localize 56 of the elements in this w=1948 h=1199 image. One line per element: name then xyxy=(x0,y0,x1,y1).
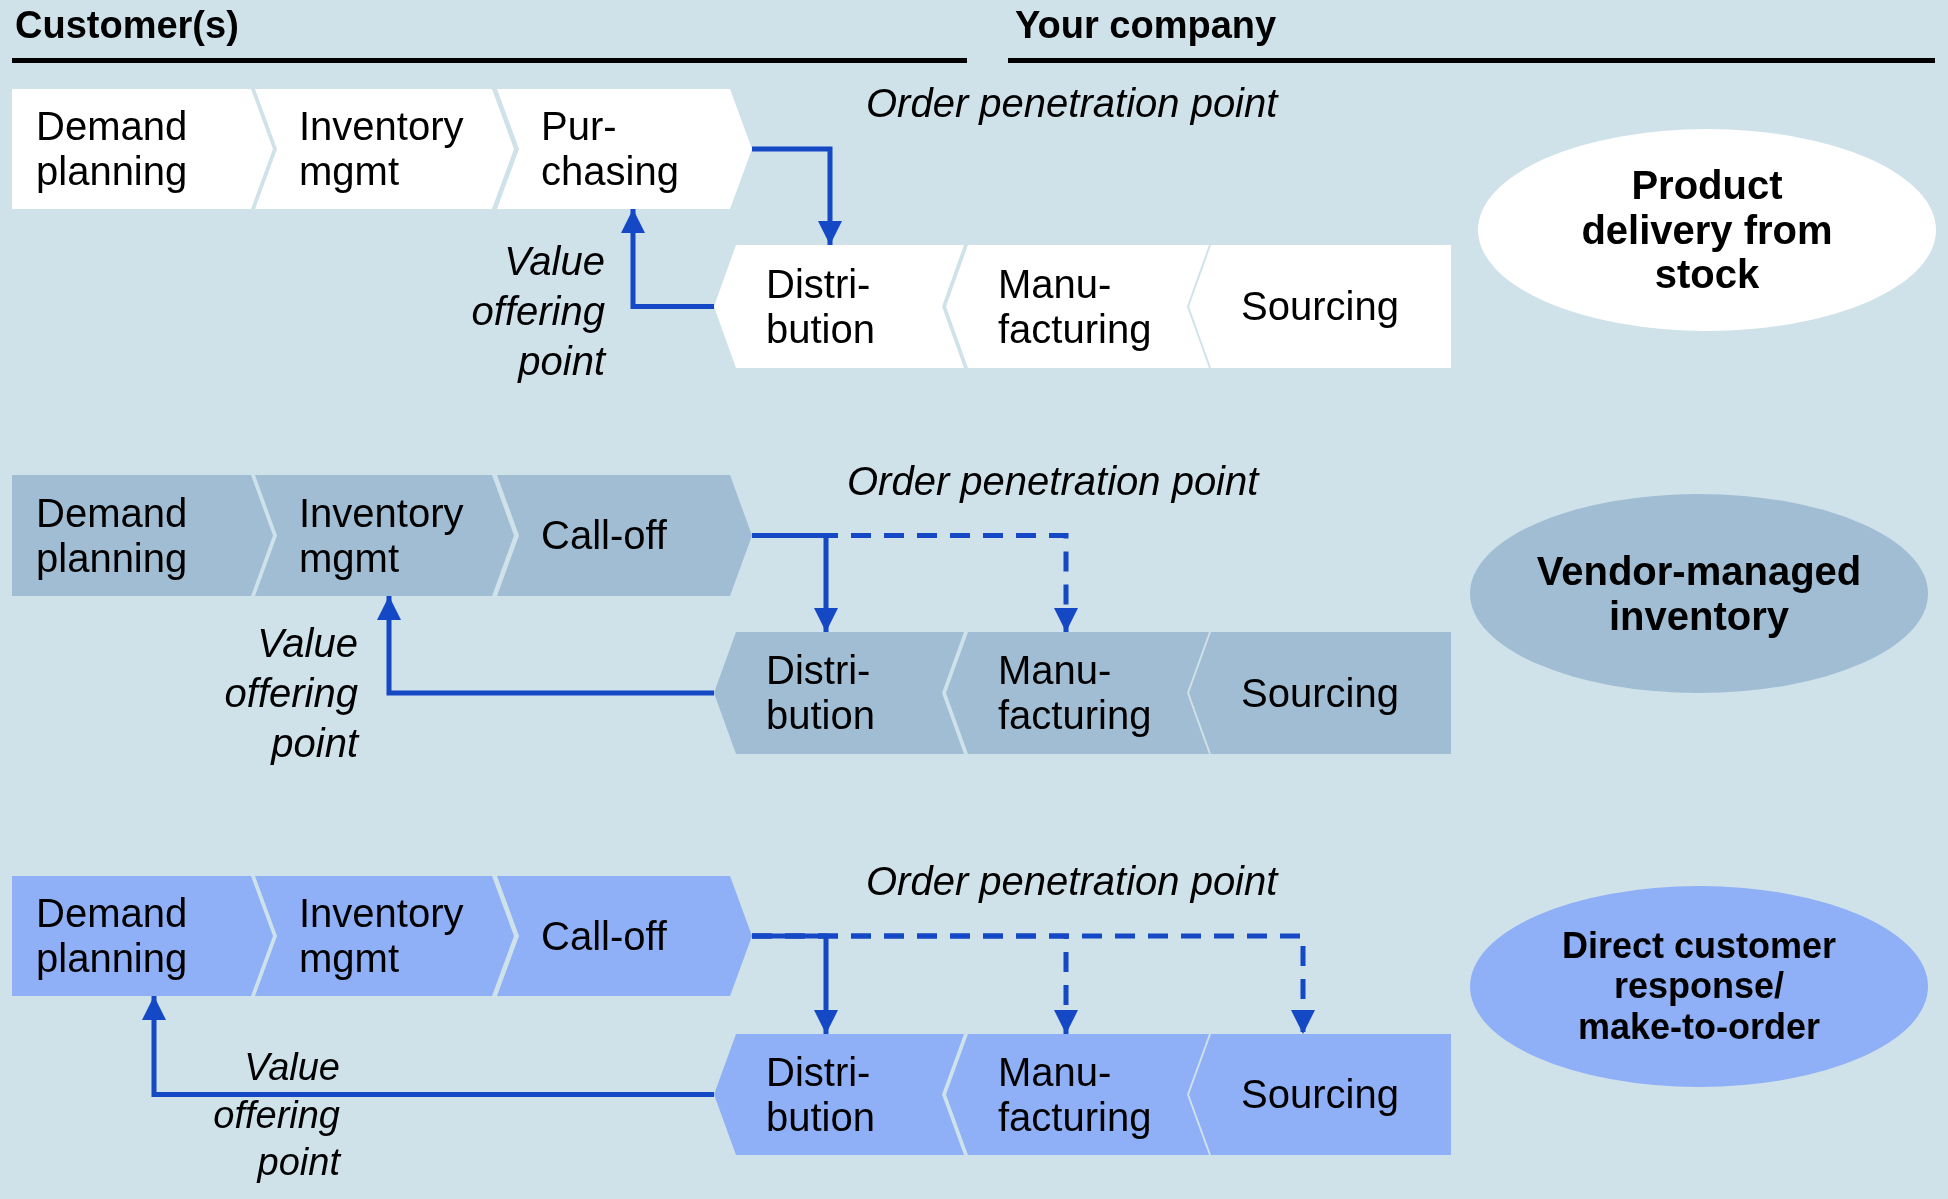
category-ellipse xyxy=(1470,494,1928,693)
process-step xyxy=(714,1034,964,1155)
step-label: Call-off xyxy=(541,913,667,959)
step-label: Manu- facturing xyxy=(998,261,1153,352)
process-step xyxy=(1189,632,1451,754)
point-label: Order penetration point xyxy=(847,458,1259,505)
column-heading: Customer(s) xyxy=(15,3,239,48)
process-step xyxy=(714,245,964,368)
step-label: Manu- facturing xyxy=(998,648,1153,738)
process-step xyxy=(497,876,752,996)
category-label: Direct customer response/ make-to-order xyxy=(1560,926,1838,1047)
connector-arrow xyxy=(621,209,714,309)
step-label: Inventory mgmt xyxy=(299,891,465,981)
step-label: Inventory mgmt xyxy=(299,104,465,194)
process-step xyxy=(1189,245,1451,368)
step-label: Inventory mgmt xyxy=(299,490,465,581)
process-step xyxy=(255,876,514,996)
point-label: Value offering point xyxy=(470,238,605,385)
step-label: Demand planning xyxy=(36,891,189,981)
step-label: Sourcing xyxy=(1241,284,1399,329)
process-step xyxy=(1189,1034,1451,1155)
step-label: Distri- bution xyxy=(766,261,876,352)
connector-arrow xyxy=(377,596,714,696)
point-label: Value offering point xyxy=(212,1045,340,1185)
connector-arrow xyxy=(752,933,1315,1034)
category-ellipse xyxy=(1470,886,1928,1087)
process-step xyxy=(12,876,273,996)
column-heading: Your company xyxy=(1015,3,1277,48)
connector-arrow xyxy=(752,533,1078,632)
process-step xyxy=(497,89,752,209)
step-label: Manu- facturing xyxy=(998,1049,1153,1140)
step-label: Call-off xyxy=(541,513,667,558)
category-label: Vendor-managed inventory xyxy=(1535,548,1863,639)
step-label: Distri- bution xyxy=(766,648,876,738)
step-label: Demand planning xyxy=(36,104,189,194)
step-label: Demand planning xyxy=(36,490,189,581)
step-label: Sourcing xyxy=(1241,670,1399,716)
process-step xyxy=(497,475,752,596)
step-label: Pur- chasing xyxy=(541,104,680,194)
point-label: Order penetration point xyxy=(866,80,1278,127)
process-step xyxy=(255,475,514,596)
process-step xyxy=(946,245,1209,368)
point-label: Value offering point xyxy=(223,620,358,767)
connector-arrow xyxy=(752,146,842,245)
category-label: Product delivery from stock xyxy=(1580,162,1834,298)
process-step xyxy=(714,632,964,754)
process-step xyxy=(12,475,273,596)
process-step xyxy=(946,1034,1209,1155)
process-step xyxy=(12,89,273,209)
process-step xyxy=(255,89,514,209)
step-label: Distri- bution xyxy=(766,1049,876,1140)
connector-arrow xyxy=(142,996,714,1097)
process-step xyxy=(946,632,1209,754)
point-label: Order penetration point xyxy=(866,858,1278,905)
step-label: Sourcing xyxy=(1241,1072,1399,1117)
category-ellipse xyxy=(1478,129,1936,331)
